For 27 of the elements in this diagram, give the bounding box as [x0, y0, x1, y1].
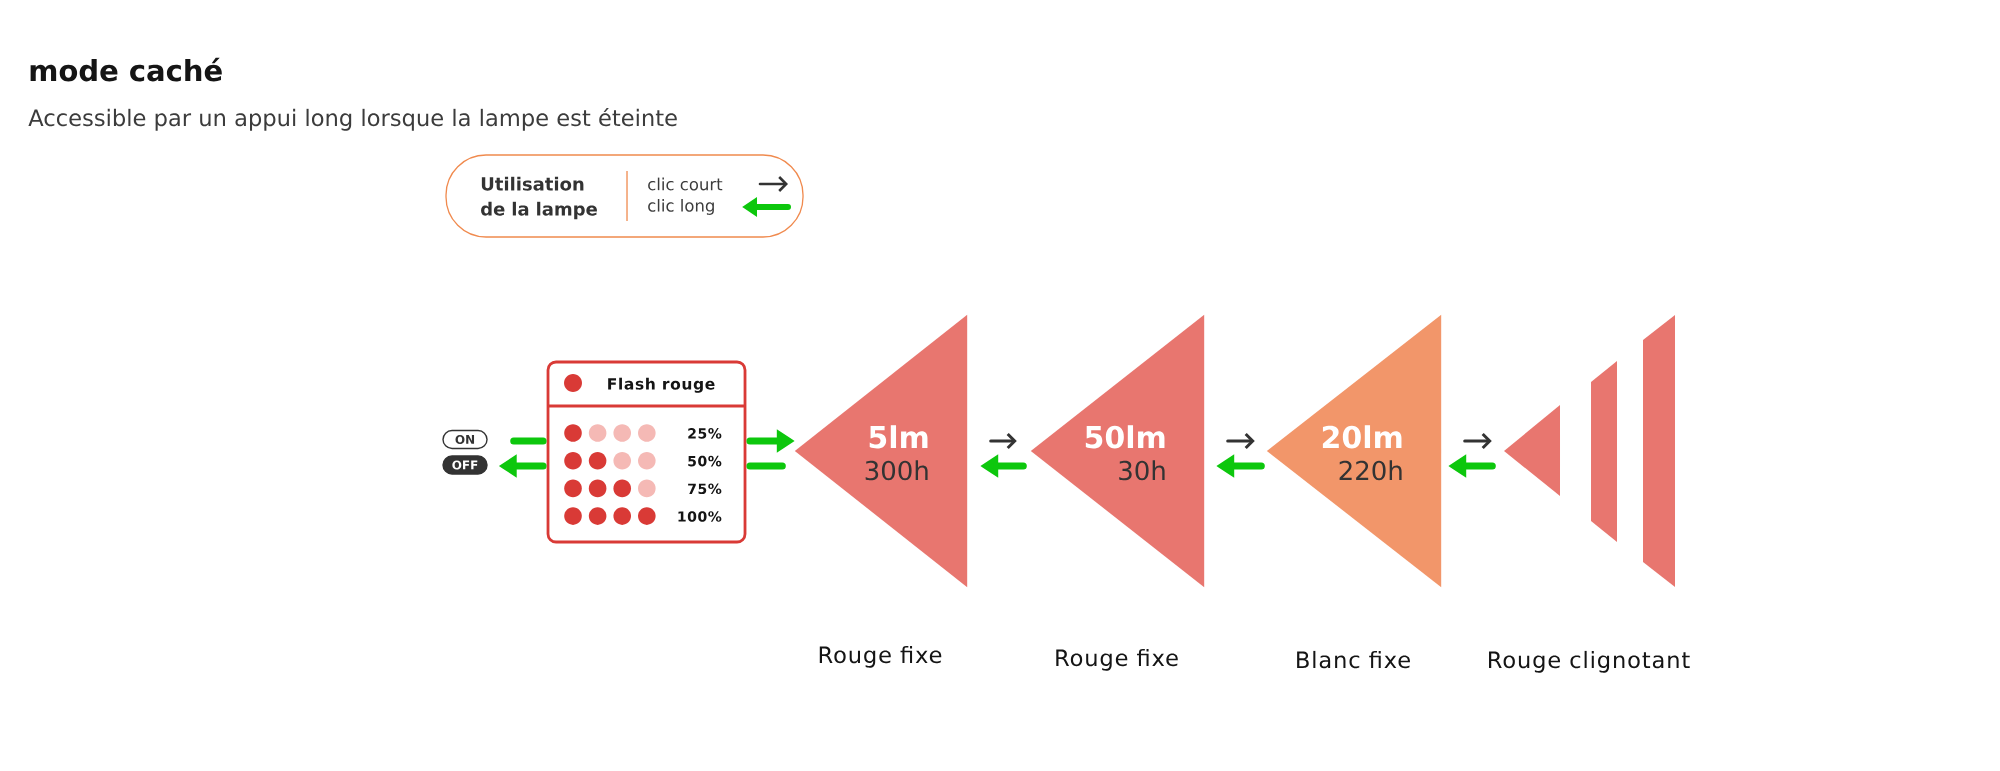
lumen-value: 5lm: [869, 425, 928, 449]
legend-label: clic court: [648, 177, 723, 191]
mode-label: Blanc fixe: [1297, 650, 1410, 669]
runtime-value: 220h: [1339, 460, 1402, 481]
lumen-value: 20lm: [1322, 425, 1402, 449]
state-pill: OFF: [442, 455, 488, 475]
mode-label: Rouge fixe: [1056, 648, 1178, 671]
legend-label: clic long: [648, 199, 714, 215]
title: mode caché: [30, 57, 222, 82]
arrow: [989, 432, 1017, 450]
runtime-value: 30h: [1119, 460, 1165, 481]
percent-label: 75%: [688, 483, 722, 495]
state-pill: ON: [442, 429, 488, 450]
arrow: [1226, 432, 1255, 450]
percent-label: 100%: [678, 511, 722, 522]
panel-heading: Flash rouge: [608, 377, 715, 393]
runtime-value: 300h: [865, 460, 928, 481]
percent-label: 25%: [688, 428, 722, 439]
subtitle: Accessible par un appui long lorsque la lampe est éteinte: [28, 107, 677, 131]
mode-label: Rouge fixe: [819, 645, 942, 668]
arrow: [1463, 432, 1492, 450]
lumen-value: 50lm: [1085, 425, 1165, 449]
percent-label: 50%: [688, 455, 722, 467]
mode-label: Rouge clignotant: [1489, 650, 1690, 673]
legend-heading: Utilisation de la lampe: [481, 176, 597, 220]
connector-line: [746, 462, 786, 470]
connector-line: [510, 437, 547, 445]
